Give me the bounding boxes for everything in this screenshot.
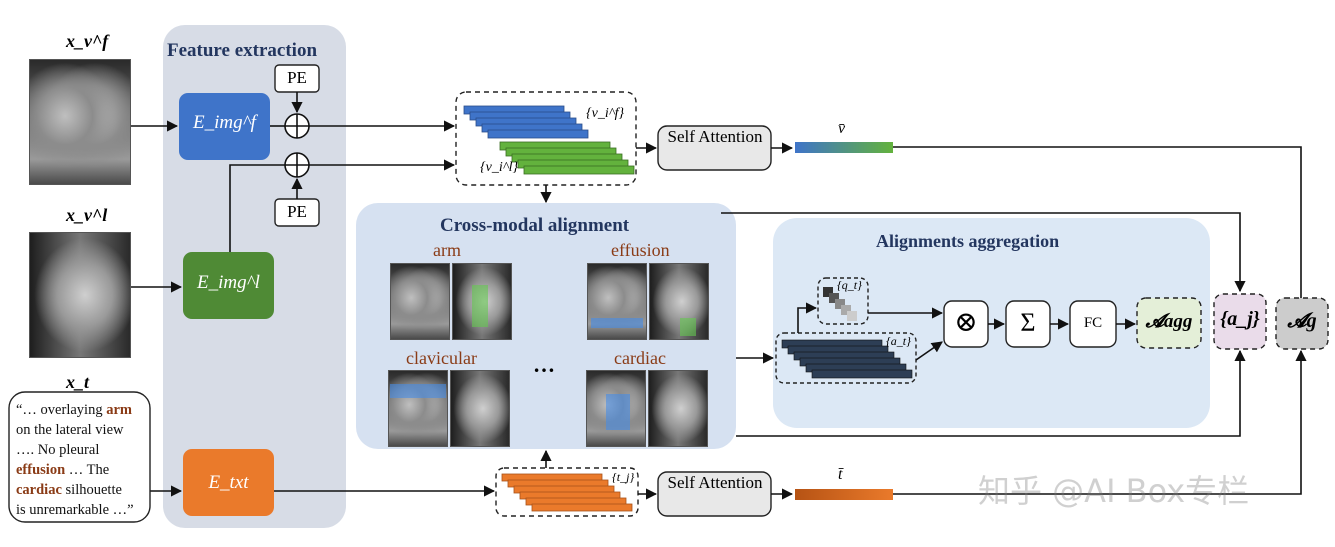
- a-g-box: [1275, 297, 1329, 350]
- lateral-xray-image: [29, 232, 131, 358]
- add-circle-bottom: [284, 152, 310, 178]
- pooled-visual-label: v̄: [838, 120, 846, 137]
- ellipsis: …: [533, 352, 555, 377]
- thumb-effusion-frontal: [587, 263, 647, 340]
- frontal-encoder-label: E_img^f: [193, 112, 256, 133]
- a-j-box: [1213, 293, 1267, 350]
- alignment-token-box: [775, 332, 917, 384]
- query-stack: [823, 287, 857, 321]
- text-input-label: x_t: [66, 372, 90, 392]
- a-agg-label: 𝓐agg: [1145, 311, 1193, 332]
- cardiac-highlight: [606, 394, 630, 430]
- report-line-4: effusion … The: [16, 462, 110, 478]
- text-token-stack: [501, 473, 633, 512]
- clavicular-highlight: [390, 384, 446, 398]
- frontal-input-label: x_v^f: [66, 31, 109, 51]
- thumb-cardiac-lateral: [648, 370, 708, 447]
- visual-frontal-token-label: {v_i^f}: [586, 106, 625, 121]
- text-token-label: {t_j}: [612, 470, 635, 484]
- effusion-highlight-lateral: [680, 318, 696, 336]
- thumb-effusion-lateral: [649, 263, 709, 340]
- caption-effusion: effusion: [611, 240, 670, 260]
- text-encoder: [183, 449, 274, 516]
- pooled-visual-bar: [795, 142, 893, 153]
- thumb-clavicular-frontal: [388, 370, 448, 447]
- report-line-2: on the lateral view: [16, 422, 124, 438]
- sum-symbol: Σ: [1020, 308, 1036, 337]
- feature-extraction-title: Feature extraction: [167, 40, 318, 61]
- effusion-highlight-frontal: [591, 318, 643, 328]
- visual-lateral-token-label: {v_i^l}: [480, 160, 519, 175]
- report-line-6: is unremarkable …”: [16, 502, 134, 518]
- frontal-xray-image: [29, 59, 131, 185]
- a-g-label: 𝓐g: [1287, 310, 1317, 332]
- caption-arm: arm: [433, 240, 461, 260]
- lateral-input-label: x_v^l: [66, 205, 108, 225]
- fc-label: FC: [1083, 315, 1103, 331]
- report-box: [8, 391, 151, 523]
- thumb-arm-frontal: [390, 263, 450, 340]
- self-attention-visual-label: Self Attention: [667, 127, 763, 146]
- a-j-label: {a_j}: [1220, 308, 1260, 330]
- pooled-text-label: t̄: [838, 466, 843, 483]
- frontal-encoder: [179, 93, 270, 160]
- text-token-box: [495, 467, 639, 517]
- cross-modal-title: Cross-modal alignment: [440, 215, 630, 236]
- pooled-text-bar: [795, 489, 893, 500]
- report-line-3: …. No pleural: [16, 442, 100, 458]
- self-attention-text-label: Self Attention: [667, 473, 763, 492]
- pe-label-bottom: PE: [287, 202, 307, 221]
- text-encoder-label: E_txt: [208, 472, 249, 493]
- report-text: “… overlaying arm on the lateral view ….…: [16, 400, 148, 520]
- report-line-1: “… overlaying arm: [16, 402, 132, 418]
- thumb-clavicular-lateral: [450, 370, 510, 447]
- lateral-encoder-label: E_img^l: [197, 272, 260, 293]
- arm-highlight: [472, 285, 488, 327]
- queries-label: {q_t}: [837, 278, 862, 292]
- otimes-symbol: ⊗: [954, 307, 978, 338]
- alignment-token-stack: [781, 339, 913, 379]
- watermark: 知乎 @AI Box专栏: [978, 472, 1250, 510]
- caption-clavicular: clavicular: [406, 348, 477, 368]
- lateral-encoder: [183, 252, 274, 319]
- pe-label-top: PE: [287, 68, 307, 87]
- a-agg-box: [1136, 297, 1202, 349]
- add-circle-top: [284, 113, 310, 139]
- report-line-5: cardiac silhouette: [16, 482, 122, 498]
- query-box: [817, 277, 869, 325]
- visual-token-stack: [463, 105, 635, 175]
- aggregation-title: Alignments aggregation: [876, 231, 1060, 251]
- alignments-label: {a_t}: [886, 334, 911, 348]
- caption-cardiac: cardiac: [614, 348, 666, 368]
